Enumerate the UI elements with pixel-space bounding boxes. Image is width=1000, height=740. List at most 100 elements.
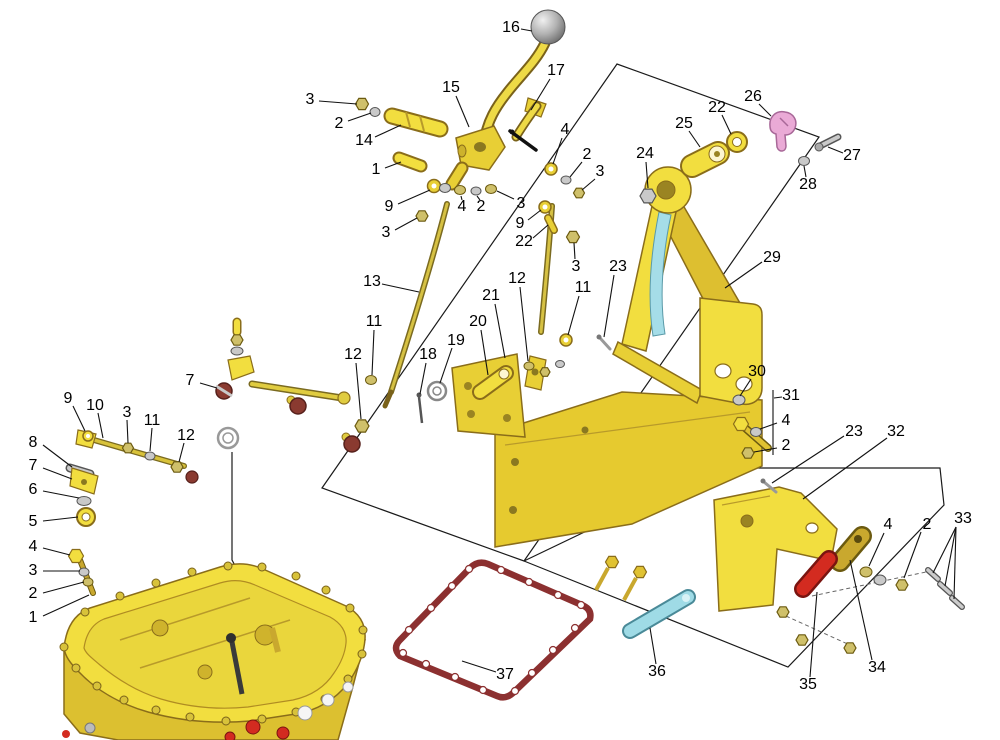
leader-line: [527, 209, 542, 221]
gasket-hole-icon: [570, 623, 580, 633]
small-hardware: [67, 97, 909, 654]
callout-17: 17: [547, 62, 565, 79]
leader-line: [724, 261, 763, 289]
callout-30: 30: [748, 363, 766, 380]
callout-3: 3: [517, 195, 526, 212]
leader-line: [419, 362, 427, 395]
callout-32: 32: [887, 423, 905, 440]
leader-line: [476, 195, 481, 201]
leader-line: [802, 437, 888, 500]
gasket-hole-icon: [510, 686, 520, 696]
gasket-hole-icon: [421, 659, 431, 669]
washer-icon: [365, 375, 377, 385]
rim-bolt-icon: [358, 625, 368, 635]
washer-icon: [555, 360, 565, 368]
link-plate-group: [416, 353, 526, 438]
leader-line: [944, 526, 957, 587]
leader-line: [569, 161, 583, 178]
nut-icon: [121, 442, 135, 454]
rim-bolt-icon: [151, 578, 161, 588]
rim-bolt-icon: [71, 663, 81, 673]
leader-line: [149, 427, 153, 452]
callout-2: 2: [335, 115, 344, 132]
callout-24: 24: [636, 145, 654, 162]
callout-3: 3: [596, 163, 605, 180]
gasket-hole-icon: [398, 648, 408, 658]
leader-line: [394, 217, 418, 231]
leader-line: [384, 161, 402, 169]
callout-12: 12: [508, 270, 526, 287]
callout-7: 7: [29, 457, 38, 474]
callout-33: 33: [954, 510, 972, 527]
callout-12: 12: [344, 346, 362, 363]
leader-line: [803, 165, 807, 178]
callout-15: 15: [442, 79, 460, 96]
leader-line: [649, 627, 657, 665]
leader-line: [199, 382, 218, 389]
left-linkage: [65, 429, 199, 596]
nut-icon: [572, 187, 586, 199]
callout-11: 11: [144, 412, 161, 429]
washer-ring-19: [426, 380, 448, 402]
callout-3: 3: [123, 404, 132, 421]
gasket-hole-icon: [524, 577, 534, 587]
leader-line: [567, 295, 580, 336]
rim-bolt-icon: [151, 705, 161, 715]
rim-bolt-icon: [185, 712, 195, 722]
nut-icon: [604, 555, 620, 569]
washer-icon: [798, 156, 810, 166]
leader-line: [42, 516, 79, 522]
nut-icon: [639, 188, 657, 204]
leader-line: [318, 100, 358, 105]
leader-line: [439, 347, 453, 384]
callout-1: 1: [29, 609, 38, 626]
gearbox-cover: [59, 561, 368, 740]
bearing-ring: [216, 426, 240, 450]
callout-23: 23: [609, 258, 627, 275]
callout-4: 4: [884, 516, 893, 533]
leader-line: [355, 362, 362, 420]
clamp-26: [769, 110, 797, 152]
leader-line: [758, 103, 772, 117]
callout-22: 22: [515, 233, 533, 250]
leader-line: [371, 329, 375, 376]
leader-line: [461, 660, 497, 673]
callout-18: 18: [419, 346, 437, 363]
leader-line: [773, 396, 783, 399]
washer-icon: [144, 451, 156, 461]
nut-icon: [354, 419, 370, 433]
washer-icon: [82, 577, 94, 587]
callout-11: 11: [575, 279, 592, 296]
gasket-hole-icon: [447, 581, 457, 591]
callout-27: 27: [843, 147, 861, 164]
rim-bolt-icon: [223, 561, 233, 571]
washer-icon: [78, 567, 90, 577]
nut-icon: [565, 230, 581, 244]
rim-bolt-icon: [92, 681, 102, 691]
gasket-hole-icon: [548, 645, 558, 655]
nut-icon: [741, 447, 755, 459]
leader-line: [455, 95, 470, 128]
nut-icon: [776, 606, 790, 618]
leader-line: [42, 467, 73, 480]
callout-13: 13: [363, 273, 381, 290]
washer-icon: [873, 574, 887, 586]
gasket-hole-icon: [404, 625, 414, 635]
gasket-hole-icon: [496, 565, 506, 575]
leader-line: [72, 405, 86, 432]
leader-line: [953, 526, 957, 600]
callout-3: 3: [29, 562, 38, 579]
nut-icon: [632, 565, 648, 579]
callout-37: 37: [496, 666, 514, 683]
washer-icon: [859, 566, 873, 578]
callout-7: 7: [186, 372, 195, 389]
pin-36: [622, 589, 696, 639]
rim-bolt-icon: [257, 562, 267, 572]
leader-line: [532, 224, 549, 239]
leader-line: [827, 146, 844, 154]
callout-11: 11: [366, 313, 383, 330]
leader-line: [397, 189, 431, 205]
callout-19: 19: [447, 332, 465, 349]
callout-23: 23: [845, 423, 863, 440]
